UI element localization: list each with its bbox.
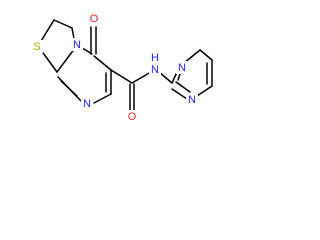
atom-n-pyrimidine-lower: N	[188, 94, 196, 106]
atom-o-ketone: O	[90, 13, 99, 25]
bond-pyr-2	[183, 49, 201, 64]
atom-n-amide: N	[151, 64, 159, 76]
bond-c6-camide	[110, 69, 133, 84]
atom-o-amide: O	[128, 111, 137, 123]
bond-c8a-n4	[56, 47, 76, 73]
atom-labels: S N O N O N H N N	[31, 12, 198, 123]
atom-n-pyrimidine-upper: N	[178, 62, 186, 74]
atom-h-amide: H	[151, 52, 159, 64]
bond-c7-n8	[93, 93, 112, 104]
molecule-canvas: S N O N O N H N N	[0, 0, 217, 151]
bond-c5-c6	[93, 55, 112, 71]
bond-pyr-3	[199, 49, 213, 61]
bond-n-cpyr	[158, 71, 173, 84]
bond-camide-n	[131, 71, 152, 84]
structure-diagram: S N O N O N H N N	[31, 12, 213, 123]
bond-pyr-6b	[175, 81, 191, 93]
atom-n-ring-lower: N	[83, 98, 91, 110]
bond-pyr-5	[196, 85, 213, 97]
bond-n8-c8a-b	[57, 76, 82, 102]
bond-ch2-ch2	[53, 19, 73, 29]
atom-n-ring: N	[73, 39, 81, 51]
bond-pyr-6	[171, 88, 188, 100]
atom-s: S	[33, 41, 40, 53]
